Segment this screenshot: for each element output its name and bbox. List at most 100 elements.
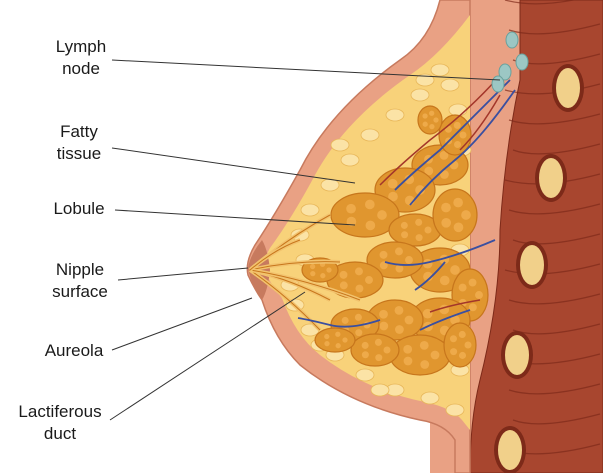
lobule-acinus	[459, 284, 467, 292]
lobule-acinus	[388, 179, 398, 189]
lobule-acinus	[395, 306, 404, 315]
fat-cell	[411, 89, 429, 101]
lobule-acinus	[340, 271, 348, 279]
lobule-acinus	[355, 267, 363, 275]
lobule-acinus	[324, 341, 329, 346]
lobule-acinus	[362, 342, 369, 349]
lobule-acinus	[375, 354, 382, 361]
lobule-acinus	[453, 198, 463, 208]
lobule-acinus	[335, 332, 340, 337]
lobule-acinus	[440, 276, 450, 286]
fat-cell	[371, 384, 389, 396]
lobule-acinus	[423, 122, 428, 127]
lobule-acinus	[454, 122, 461, 129]
lobule-acinus	[429, 124, 434, 129]
leader-line	[118, 268, 248, 280]
lobule-acinus	[422, 113, 427, 118]
label-lobule: Lobule	[44, 198, 114, 220]
lobule-acinus	[469, 279, 477, 287]
rib	[498, 430, 522, 470]
lobule-acinus	[416, 234, 423, 241]
lobule-acinus	[461, 210, 471, 220]
lobule-acinus	[342, 317, 349, 324]
lobule-acinus	[380, 251, 388, 259]
lobule-acinus	[424, 226, 431, 233]
lobule-acinus	[355, 285, 363, 293]
lobule-acinus	[459, 331, 466, 338]
lobule-acinus	[324, 334, 329, 339]
lobule-acinus	[310, 271, 315, 276]
lobule-acinus	[365, 276, 373, 284]
fat-cell	[301, 204, 319, 216]
lobule	[315, 328, 355, 352]
lobule	[351, 334, 399, 366]
fat-cell	[449, 104, 467, 116]
lymph-node	[506, 32, 518, 48]
lobule-acinus	[429, 111, 434, 116]
lobule-acinus	[326, 267, 331, 272]
lobule-acinus	[395, 325, 404, 334]
fat-cell	[341, 154, 359, 166]
lymph-node	[516, 54, 528, 70]
lobule-acinus	[464, 341, 471, 348]
lobule-acinus	[365, 200, 375, 210]
fat-cell	[431, 64, 449, 76]
label-aureola: Aureola	[38, 340, 110, 362]
lobule-acinus	[377, 210, 387, 220]
lobule-acinus	[346, 204, 356, 214]
lobule-acinus	[379, 322, 388, 331]
lobule-acinus	[366, 221, 376, 231]
lobule-acinus	[403, 345, 412, 354]
fat-cell	[331, 139, 349, 151]
rib	[505, 335, 529, 375]
lobule-acinus	[342, 337, 347, 342]
lobule-acinus	[375, 339, 382, 346]
lobule-acinus	[431, 351, 440, 360]
fat-cell	[441, 79, 459, 91]
lobule-acinus	[405, 316, 414, 325]
lobule	[390, 335, 450, 375]
lobule-acinus	[454, 141, 461, 148]
fat-cell	[356, 369, 374, 381]
lobule-acinus	[423, 309, 433, 319]
fat-cell	[386, 109, 404, 121]
lobule-acinus	[404, 357, 413, 366]
lobule-acinus	[441, 218, 451, 228]
lobule-acinus	[459, 131, 466, 138]
lobule-acinus	[355, 314, 362, 321]
rib	[520, 245, 544, 285]
fat-cell	[421, 392, 439, 404]
lobule-acinus	[475, 291, 483, 299]
lobule-acinus	[336, 343, 341, 348]
rib	[556, 68, 580, 108]
lobule-acinus	[420, 341, 429, 350]
lobule-acinus	[401, 222, 408, 229]
rib	[539, 158, 563, 198]
lobule-acinus	[433, 117, 438, 122]
lobule-acinus	[395, 247, 403, 255]
label-lactiferous-duct: Lactiferousduct	[10, 401, 110, 445]
label-fatty-tissue: Fattytissue	[48, 121, 110, 165]
lobule-acinus	[441, 203, 451, 213]
lobule-acinus	[459, 352, 466, 359]
lobule-acinus	[405, 256, 413, 264]
lobule-acinus	[450, 265, 460, 275]
lobule-acinus	[362, 351, 369, 358]
leader-line	[110, 292, 305, 420]
fat-cell	[361, 129, 379, 141]
lobule-acinus	[420, 360, 429, 369]
lobule-acinus	[401, 231, 408, 238]
lobule-acinus	[320, 273, 325, 278]
lobule-acinus	[310, 264, 315, 269]
lobule-acinus	[379, 310, 388, 319]
lobule-acinus	[383, 346, 390, 353]
lobule-acinus	[415, 219, 422, 226]
lobule-acinus	[340, 281, 348, 289]
lobule-acinus	[355, 329, 362, 336]
label-nipple-surface: Nipplesurface	[42, 259, 118, 303]
lobule-acinus	[450, 348, 457, 355]
lymph-node	[492, 76, 504, 92]
lobule-acinus	[450, 335, 457, 342]
fat-cell	[446, 404, 464, 416]
